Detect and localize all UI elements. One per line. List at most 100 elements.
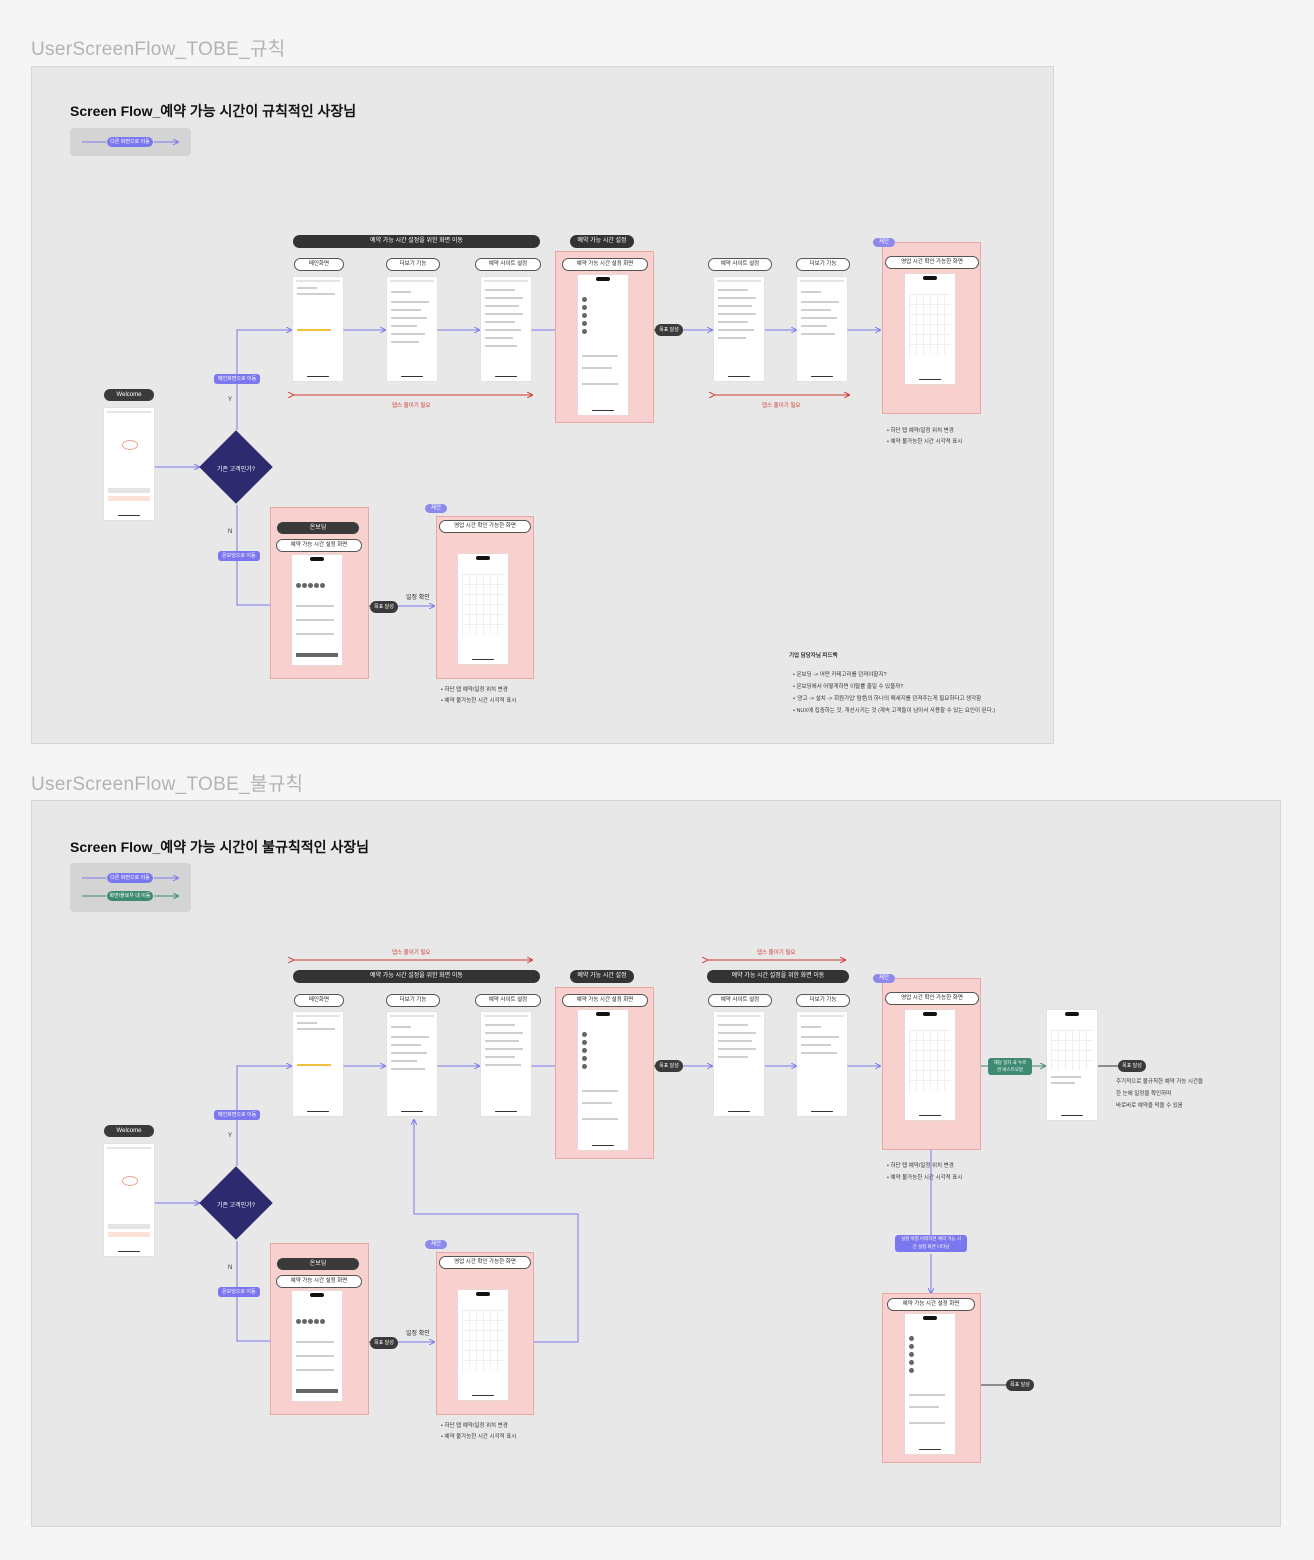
- label-more-4: 더보기 기능: [796, 994, 850, 1007]
- welcome-label: Welcome: [104, 389, 154, 401]
- goal-badge-right: 목표 달성: [1118, 1060, 1146, 1072]
- phone-site-settings: [481, 277, 531, 381]
- right-note-3: 바로바로 예약을 막을 수 있음: [1116, 1103, 1183, 1109]
- bar-set-time-2: 예약 가능 시간 설정: [570, 970, 634, 983]
- phone-welcome: [104, 408, 154, 520]
- highlight-onboarding: [270, 507, 369, 679]
- feedback-3: • '광고 -> 설치 -> 회원가입' 탐色의 하나의 메세지를 던져주는게 …: [793, 696, 982, 702]
- legend-pill-screen-move: 다른 화면으로 이동: [107, 137, 153, 147]
- flow-title-irregular: Screen Flow_예약 가능 시간이 불규칙적인 사장님: [70, 839, 370, 855]
- label-more-3: 더보기 기능: [386, 994, 440, 1007]
- label-business-hours-2: 영업 시간 확인 가능한 화면: [885, 992, 979, 1005]
- phone-hours-bottom: [458, 554, 508, 664]
- bar-screen-move-2: 예약 가능 시간 설정을 위한 화면 이동: [293, 970, 540, 983]
- label-main-screen: 메인화면: [294, 258, 344, 271]
- phone-more: [387, 277, 437, 381]
- label-more-2: 더보기 기능: [796, 258, 850, 271]
- bar-screen-move: 예약 가능 시간 설정을 위한 화면 이동: [293, 235, 540, 248]
- phone-site-settings-2: [714, 277, 764, 381]
- note-bottom-2-2: • 예약 불가능한 시간 시각적 표시: [441, 1434, 517, 1440]
- label-site-settings-4: 예약 사이트 설정: [708, 994, 772, 1007]
- feedback-1: • 온보딩 -> 어떤 카테고리를 던져야할지?: [793, 672, 887, 678]
- phone-onboarding-2: [292, 1291, 342, 1401]
- legend-pill-screen-move-2: 다른 화면으로 이동: [107, 873, 153, 883]
- note-top-2: • 예약 불가능한 시간 시각적 표시: [887, 439, 963, 445]
- flow-frame-irregular: [31, 800, 1281, 1527]
- label-site-settings-2: 예약 사이트 설정: [708, 258, 772, 271]
- goal-badge: 목표 달성: [655, 324, 683, 336]
- label-more: 더보기 기능: [386, 258, 440, 271]
- label-set-time-screen: 예약 가능 시간 설정 화면: [562, 258, 648, 271]
- phone-welcome-2: [104, 1144, 154, 1256]
- label-site-settings: 예약 사이트 설정: [475, 258, 541, 271]
- label-onboard-set-time-2: 예약 가능 시간 설정 화면: [276, 1275, 362, 1288]
- depth-note-right-2: 뎁스 줄이기 필요: [757, 950, 796, 956]
- phone-onboarding: [292, 555, 342, 665]
- phone-more-3: [387, 1012, 437, 1116]
- check-schedule-2: 일정 확인: [406, 1331, 430, 1337]
- feedback-4: • NUX에 집중하는 것, 개선시키는 것 (계속 고객들이 남아서 사용할 …: [793, 708, 996, 714]
- label-set-time-lower: 예약 가능 시간 설정 화면: [887, 1298, 975, 1311]
- phone-site-settings-4: [714, 1012, 764, 1116]
- no-label-2: N: [228, 1265, 233, 1271]
- onboarding-label: 온보딩: [277, 522, 359, 534]
- section-title-irregular: UserScreenFlow_TOBE_불규칙: [31, 774, 304, 795]
- depth-note-left-2: 뎁스 줄이기 필요: [392, 950, 431, 956]
- feedback-2: • 온보딩에서 어떻게하면 이탈률 줄일 수 있을까?: [793, 684, 904, 690]
- legend-pill-inner-move: 화면/플로우 내 이동: [107, 891, 153, 901]
- proposal-badge-2: 제안: [425, 504, 448, 513]
- label-business-hours: 영업 시간 확인 가능한 화면: [885, 256, 979, 269]
- no-label: N: [228, 529, 233, 535]
- legend-2: 다른 화면으로 이동 화면/플로우 내 이동: [70, 863, 191, 912]
- tag-go-main: 메인화면으로 이동: [214, 374, 261, 384]
- proposal-badge-3: 제안: [873, 974, 896, 983]
- tag-go-main-2: 메인화면으로 이동: [214, 1110, 261, 1120]
- yes-label-2: Y: [228, 1133, 233, 1139]
- phone-site-settings-3: [481, 1012, 531, 1116]
- feedback-title: 기업 담당자님 피드백: [789, 653, 838, 659]
- check-schedule: 일정 확인: [406, 595, 430, 601]
- phone-set-time-lower: [905, 1314, 955, 1454]
- proposal-badge-4: 제안: [425, 1240, 448, 1249]
- phone-main: [293, 277, 343, 381]
- phone-more-4: [797, 1012, 847, 1116]
- label-hours-bottom-2: 영업 시간 확인 가능한 화면: [439, 1256, 531, 1269]
- phone-modal: [1047, 1010, 1097, 1120]
- section-title-regular: UserScreenFlow_TOBE_규칙: [31, 39, 286, 60]
- label-set-time-screen-2: 예약 가능 시간 설정 화면: [562, 994, 648, 1007]
- depth-note-right: 뎁스 줄이기 필요: [762, 403, 801, 409]
- right-note-2: 한 눈에 일정을 확인하며: [1116, 1091, 1172, 1097]
- tag-go-onboarding-2: 온보딩으로 이동: [218, 1287, 260, 1297]
- goal-badge-3: 목표 달성: [655, 1060, 683, 1072]
- tag-go-onboarding: 온보딩으로 이동: [218, 551, 260, 561]
- goal-badge-lower: 목표 달성: [1006, 1379, 1034, 1391]
- tag-long-press-modal: 해당 일자 꾹 누르면 바스트모달: [988, 1058, 1032, 1075]
- note-top-1: • 하단 탭 예약/일정 위치 변경: [887, 428, 954, 434]
- phone-set-time-2: [578, 1010, 628, 1150]
- phone-business-hours-2: [905, 1010, 955, 1120]
- decision-label-2: 기존 고객인가?: [216, 1203, 256, 1209]
- welcome-label-2: Welcome: [104, 1125, 154, 1137]
- phone-set-time: [578, 275, 628, 415]
- flow-title-regular: Screen Flow_예약 가능 시간이 규칙적인 사장님: [70, 103, 357, 119]
- goal-badge-2: 목표 달성: [370, 601, 398, 613]
- label-onboard-set-time: 예약 가능 시간 설정 화면: [276, 539, 362, 552]
- phone-main-2: [293, 1012, 343, 1116]
- phone-business-hours: [905, 274, 955, 384]
- label-main-screen-2: 메인화면: [294, 994, 344, 1007]
- proposal-badge: 제안: [873, 238, 896, 247]
- right-note-1: 주기적으로 불규칙한 예약 가능 시간을: [1116, 1079, 1204, 1085]
- label-hours-bottom: 영업 시간 확인 가능한 화면: [439, 520, 531, 533]
- phone-hours-bottom-2: [458, 1290, 508, 1400]
- onboarding-label-2: 온보딩: [277, 1258, 359, 1270]
- yes-label: Y: [228, 397, 233, 403]
- note-bottom-1: • 하단 탭 예약/일정 위치 변경: [441, 687, 508, 693]
- label-site-settings-3: 예약 사이트 설정: [475, 994, 541, 1007]
- bar-set-time: 예약 가능 시간 설정: [570, 235, 634, 248]
- note-bottom-2: • 예약 불가능한 시간 시각적 표시: [441, 698, 517, 704]
- bar-screen-move-3: 예약 가능 시간 설정을 위한 화면 이동: [707, 970, 849, 983]
- tag-set-time-open: 설정 위험 아래하면 예약 가능 시간 설정 화면 나타남: [895, 1235, 967, 1252]
- depth-note-left: 뎁스 줄이기 필요: [392, 403, 431, 409]
